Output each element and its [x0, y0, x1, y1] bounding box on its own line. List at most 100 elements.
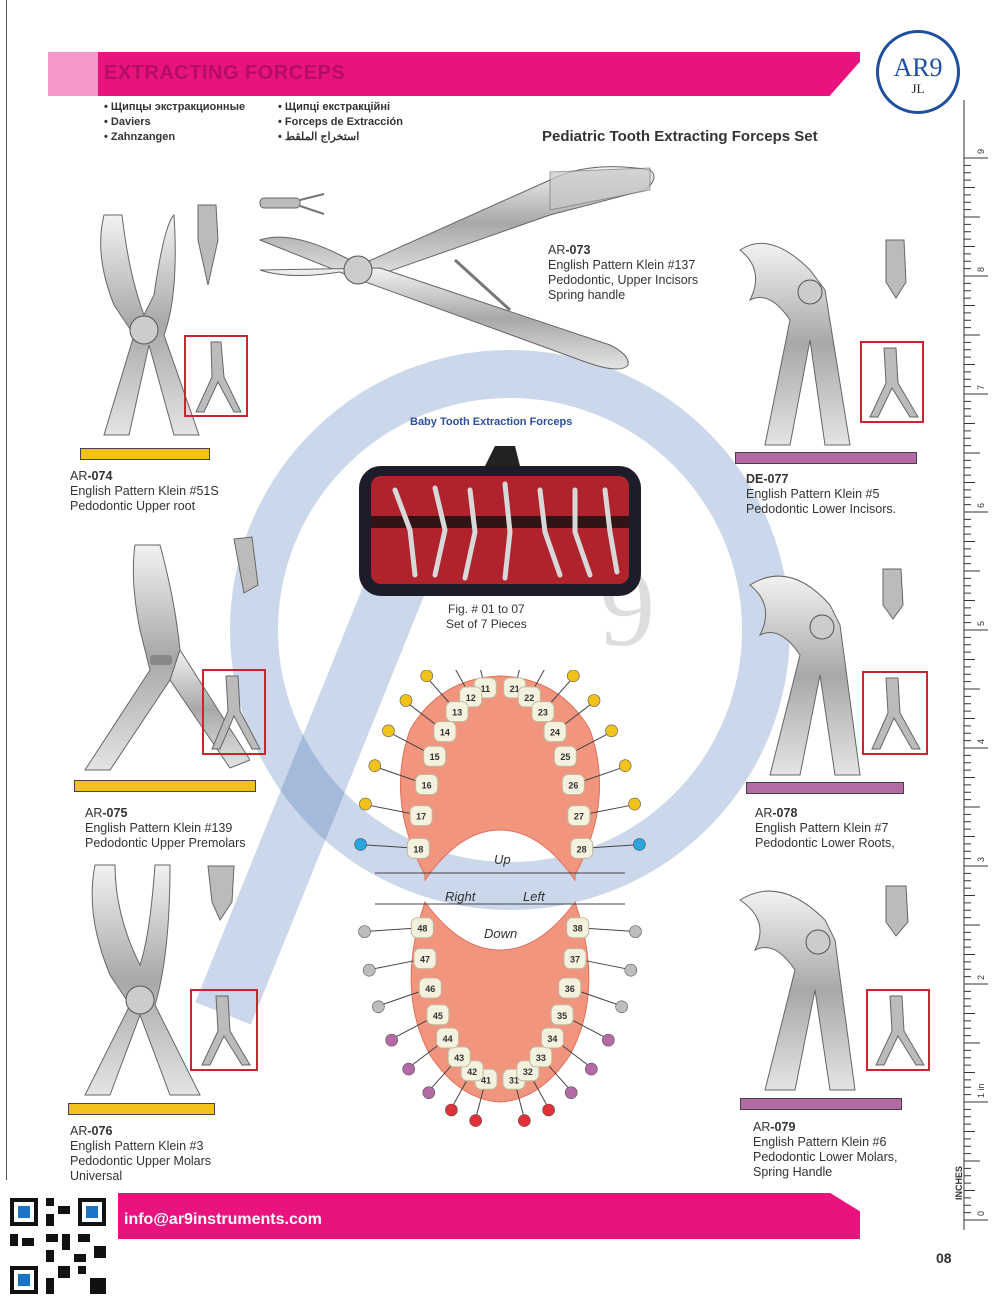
chart-left-label: Left: [523, 889, 545, 904]
tooth-number: 46: [425, 984, 435, 994]
product-use: Pedodontic Lower Incisors.: [746, 502, 897, 516]
tooth-marker-dot: [422, 1086, 436, 1099]
beak-detail-ar073: [259, 193, 325, 215]
tooth-number: 12: [466, 693, 476, 703]
product-prefix: DE: [746, 472, 764, 486]
product-use: Pedodontic Upper Molars: [70, 1154, 212, 1168]
tooth-crown: [540, 1027, 564, 1049]
beak-detail-ar076: [207, 865, 235, 922]
tooth-marker-dot: [382, 724, 395, 738]
tooth-number: 47: [420, 955, 430, 965]
thumbnail-ar079: [875, 995, 925, 1066]
tooth-number: 26: [568, 781, 578, 791]
product-pattern: English Pattern Klein #7: [755, 821, 889, 835]
thumbnail-frame-ar076: [190, 989, 258, 1071]
tooth-crown: [436, 1027, 460, 1049]
tooth-crown: [445, 701, 469, 723]
tooth: 48: [410, 917, 434, 939]
tooth: 24: [543, 721, 567, 743]
language-item: استخراج الملقط: [278, 130, 403, 145]
tooth: 36: [558, 977, 582, 999]
tooth-marker-dot: [629, 925, 642, 938]
ruler-label: 3: [976, 857, 986, 862]
tooth-marker-dot: [624, 963, 638, 977]
product-prefix: AR: [753, 1120, 771, 1134]
product-prefix: AR: [755, 806, 773, 820]
tooth-crown: [531, 701, 555, 723]
product-number: -078: [772, 806, 798, 820]
ruler-unit: INCHES: [954, 1165, 964, 1200]
thumbnail-frame-ar075: [202, 669, 266, 755]
tooth-number: 16: [422, 781, 432, 791]
tooth: 33: [529, 1046, 553, 1068]
tooth: 16: [415, 774, 439, 796]
forceps-ar076-image: [84, 864, 201, 1096]
tooth-marker-dot: [518, 1114, 531, 1127]
tooth-marker-dot: [372, 1000, 385, 1014]
tooth-marker-dot: [385, 1033, 398, 1047]
page-number: 08: [936, 1250, 952, 1266]
tooth-number: 28: [577, 844, 587, 854]
thumbnail-frame-ar078: [862, 671, 928, 755]
beak-detail-ar079: [885, 885, 909, 937]
tooth-crown: [550, 1004, 574, 1026]
language-item: Forceps de Extracción: [278, 115, 403, 130]
tooth-number: 43: [454, 1053, 464, 1063]
product-number: -076: [87, 1124, 113, 1138]
ruler-label: 7: [976, 385, 986, 390]
tooth-marker-dot: [362, 963, 376, 977]
tooth: 15: [423, 745, 447, 767]
product-use: Pedodontic Lower Molars,: [753, 1150, 898, 1164]
tooth-number: 25: [560, 752, 570, 762]
tooth-number: 18: [413, 844, 423, 854]
language-item: Щипцы экстракционные: [104, 100, 245, 115]
product-use: Pedodontic Lower Roots,: [755, 836, 895, 850]
tooth-crown: [423, 745, 447, 767]
tooth-crown: [406, 837, 430, 859]
tooth-crown: [415, 774, 439, 796]
ruler-label: 2: [976, 975, 986, 980]
product-use: Pedodontic Upper root: [70, 499, 196, 513]
tooth: 12: [459, 686, 483, 708]
tooth-number: 11: [481, 684, 491, 694]
forceps-ar073-image: [258, 166, 655, 370]
brand-logo: AR9 JL: [876, 30, 960, 114]
header-bar: [98, 52, 860, 96]
beak-detail-ar075: [233, 536, 259, 594]
ruler-label: 1 in: [976, 1083, 986, 1098]
footer-bar: [118, 1193, 860, 1239]
forceps-ar078-image: [749, 575, 861, 776]
tooth-marker-dot: [566, 670, 580, 683]
tooth: 38: [566, 917, 590, 939]
product-number: -074: [87, 469, 113, 483]
product-label-ar076: AR-076 English Pattern Klein #3 Pedodont…: [70, 1124, 211, 1184]
tooth-number: 17: [416, 812, 426, 822]
tooth-crown: [426, 1004, 450, 1026]
forceps-ar074-image: [100, 213, 200, 436]
tooth-number: 42: [467, 1067, 477, 1077]
tooth-number: 22: [524, 693, 534, 703]
tooth-number: 32: [523, 1067, 533, 1077]
tooth-marker-dot: [359, 797, 372, 811]
tooth-crown: [529, 1046, 553, 1068]
contact-email[interactable]: info@ar9instruments.com: [124, 1211, 322, 1228]
kit-title: Baby Tooth Extraction Forceps: [410, 416, 573, 428]
tooth-crown: [567, 805, 591, 827]
product-pattern: English Pattern Klein #6: [753, 1135, 887, 1149]
tooth: 26: [561, 774, 585, 796]
language-list-2: Щипці екстракційні Forceps de Extracción…: [278, 100, 403, 145]
forceps-de077-image: [739, 242, 851, 446]
tooth-crown: [558, 977, 582, 999]
product-pattern: English Pattern Klein #3: [70, 1139, 204, 1153]
tooth-chart: 1112131415161718212223242526272841424344…: [354, 670, 646, 1127]
forceps-ar075-image: [84, 544, 250, 771]
tooth-number: 34: [547, 1034, 557, 1044]
kit-caption: Fig. # 01 to 07 Set of 7 Pieces: [446, 602, 527, 632]
tooth-marker-dot: [587, 694, 601, 707]
thumbnail-ar076: [201, 995, 251, 1066]
tooth: 23: [531, 701, 555, 723]
tooth-number: 35: [557, 1011, 567, 1021]
product-prefix: AR: [548, 243, 566, 257]
tooth: 43: [447, 1046, 471, 1068]
tooth-marker-dot: [605, 724, 618, 738]
